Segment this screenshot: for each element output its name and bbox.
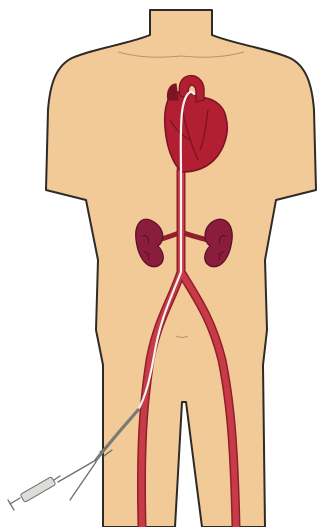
syringe-plunger	[8, 498, 20, 510]
syringe-tip	[54, 476, 60, 480]
syringe-connector	[58, 460, 96, 500]
syringe	[8, 446, 112, 510]
syringe-barrel	[20, 477, 56, 503]
